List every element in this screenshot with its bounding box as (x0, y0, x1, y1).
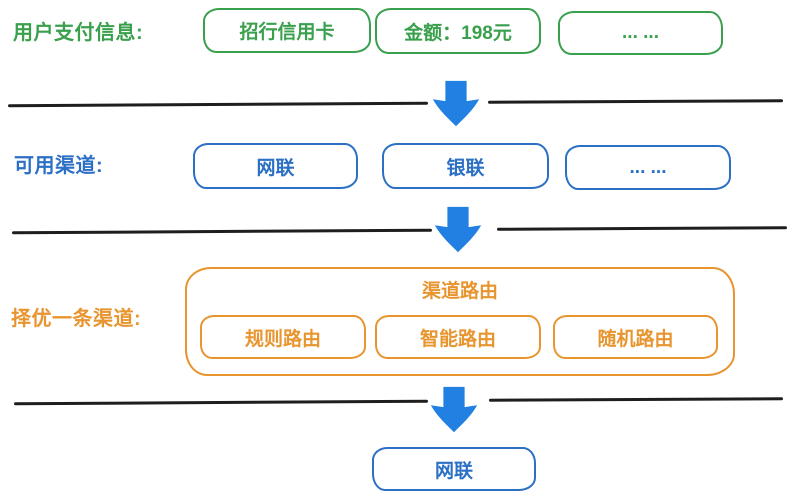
node-cmb-credit-card: 招行信用卡 (203, 8, 371, 53)
divider-3-right (488, 397, 784, 402)
down-arrow-icon (431, 206, 485, 256)
divider-2-right (496, 226, 788, 231)
node-rule-routing: 规则路由 (200, 315, 366, 359)
down-arrow-icon (429, 80, 483, 130)
node-payment-info-ellipsis: ... ... (558, 11, 723, 55)
node-random-routing: 随机路由 (553, 315, 718, 359)
divider-2-left (11, 228, 433, 235)
node-selected-channel: 网联 (372, 447, 536, 491)
payment-info-label: 用户支付信息: (13, 22, 144, 44)
channel-selection-label: 择优一条渠道: (11, 308, 142, 330)
node-amount: 金额：198元 (375, 8, 541, 54)
down-arrow-icon (427, 386, 481, 436)
node-wanglian: 网联 (193, 143, 358, 189)
node-channels-ellipsis: ... ... (565, 145, 731, 190)
divider-1-left (7, 101, 429, 108)
divider-1-right (487, 99, 784, 104)
divider-3-left (13, 399, 429, 406)
available-channels-label: 可用渠道: (14, 155, 104, 177)
node-smart-routing: 智能路由 (375, 315, 541, 359)
channel-router-title: 渠道路由 (421, 281, 498, 302)
node-yinlian: 银联 (382, 143, 549, 189)
